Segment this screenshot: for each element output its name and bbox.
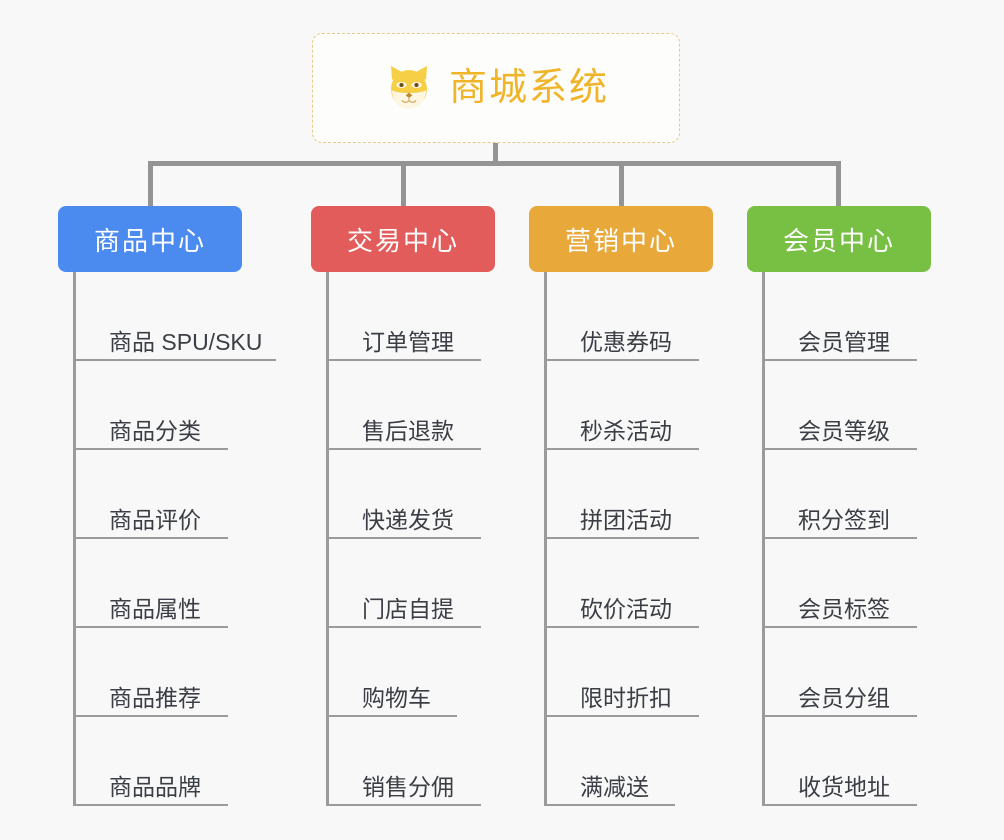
leaf-label: 会员管理 xyxy=(798,328,890,355)
leaf-label: 会员分组 xyxy=(798,684,890,711)
leaf-item[interactable]: 会员标签 xyxy=(765,539,931,628)
leaf-list-1: 订单管理 售后退款 快递发货 门店自提 购物车 销售分佣 xyxy=(326,272,495,806)
leaf-item[interactable]: 门店自提 xyxy=(329,539,495,628)
leaf-label: 门店自提 xyxy=(362,595,454,622)
root-node[interactable]: 商城系统 xyxy=(312,33,680,143)
leaf-underline xyxy=(76,626,228,628)
leaf-label: 商品 SPU/SKU xyxy=(109,328,263,355)
leaf-underline xyxy=(547,715,699,717)
leaf-item[interactable]: 商品评价 xyxy=(76,450,242,539)
leaf-underline xyxy=(329,537,481,539)
connector-trunk xyxy=(493,143,498,165)
leaf-item[interactable]: 快递发货 xyxy=(329,450,495,539)
leaf-label: 商品属性 xyxy=(109,595,201,622)
leaf-item[interactable]: 收货地址 xyxy=(765,717,931,806)
leaf-underline xyxy=(765,626,917,628)
leaf-item[interactable]: 限时折扣 xyxy=(547,628,713,717)
leaf-label: 拼团活动 xyxy=(580,506,672,533)
leaf-list-0: 商品 SPU/SKU 商品分类 商品评价 商品属性 商品推荐 商品品牌 xyxy=(73,272,276,806)
category-box-1[interactable]: 交易中心 xyxy=(311,206,495,272)
category-column-0: 商品中心 商品 SPU/SKU 商品分类 商品评价 商品属性 商品推荐 xyxy=(58,206,276,806)
leaf-underline xyxy=(547,804,675,806)
category-label-0: 商品中心 xyxy=(93,225,206,256)
leaf-underline xyxy=(765,715,917,717)
leaf-underline xyxy=(547,359,699,361)
leaf-item[interactable]: 销售分佣 xyxy=(329,717,495,806)
leaf-label: 秒杀活动 xyxy=(580,417,672,444)
leaf-item[interactable]: 积分签到 xyxy=(765,450,931,539)
leaf-item[interactable]: 订单管理 xyxy=(329,272,495,361)
leaf-underline xyxy=(329,448,481,450)
leaf-label: 会员等级 xyxy=(798,417,890,444)
leaf-underline xyxy=(76,537,228,539)
leaf-label: 砍价活动 xyxy=(580,595,672,622)
leaf-item[interactable]: 满减送 xyxy=(547,717,713,806)
leaf-item[interactable]: 砍价活动 xyxy=(547,539,713,628)
leaf-underline xyxy=(76,359,276,361)
leaf-label: 限时折扣 xyxy=(580,684,672,711)
leaf-item[interactable]: 拼团活动 xyxy=(547,450,713,539)
leaf-label: 收货地址 xyxy=(798,773,890,800)
leaf-label: 满减送 xyxy=(580,773,649,800)
leaf-item[interactable]: 商品推荐 xyxy=(76,628,242,717)
category-box-3[interactable]: 会员中心 xyxy=(747,206,931,272)
leaf-underline xyxy=(765,448,917,450)
leaf-label: 优惠券码 xyxy=(580,328,672,355)
leaf-item[interactable]: 秒杀活动 xyxy=(547,361,713,450)
leaf-label: 销售分佣 xyxy=(362,773,454,800)
leaf-item[interactable]: 商品属性 xyxy=(76,539,242,628)
leaf-label: 商品品牌 xyxy=(109,773,201,800)
leaf-label: 商品评价 xyxy=(109,506,201,533)
connector-drop-2 xyxy=(619,161,624,206)
connector-crossbar xyxy=(149,161,839,166)
leaf-underline xyxy=(329,715,457,717)
leaf-label: 会员标签 xyxy=(798,595,890,622)
leaf-underline xyxy=(547,626,699,628)
category-box-2[interactable]: 营销中心 xyxy=(529,206,713,272)
leaf-list-2: 优惠券码 秒杀活动 拼团活动 砍价活动 限时折扣 满减送 xyxy=(544,272,713,806)
leaf-list-3: 会员管理 会员等级 积分签到 会员标签 会员分组 收货地址 xyxy=(762,272,931,806)
leaf-label: 商品推荐 xyxy=(109,684,201,711)
shiba-inu-icon xyxy=(383,62,435,114)
leaf-item[interactable]: 会员分组 xyxy=(765,628,931,717)
leaf-underline xyxy=(76,448,228,450)
category-label-1: 交易中心 xyxy=(346,225,459,256)
root-title: 商城系统 xyxy=(448,67,609,109)
leaf-label: 购物车 xyxy=(362,684,431,711)
category-label-2: 营销中心 xyxy=(564,225,677,256)
leaf-item[interactable]: 会员等级 xyxy=(765,361,931,450)
connector-drop-3 xyxy=(836,161,841,206)
leaf-label: 积分签到 xyxy=(798,506,890,533)
leaf-item[interactable]: 商品品牌 xyxy=(76,717,242,806)
leaf-item[interactable]: 商品 SPU/SKU xyxy=(76,272,276,361)
category-column-1: 交易中心 订单管理 售后退款 快递发货 门店自提 购物车 xyxy=(311,206,495,806)
category-column-2: 营销中心 优惠券码 秒杀活动 拼团活动 砍价活动 限时折扣 xyxy=(529,206,713,806)
leaf-underline xyxy=(765,537,917,539)
leaf-item[interactable]: 售后退款 xyxy=(329,361,495,450)
connector-drop-1 xyxy=(401,161,406,206)
leaf-underline xyxy=(765,804,917,806)
category-label-3: 会员中心 xyxy=(782,225,895,256)
leaf-underline xyxy=(329,804,481,806)
leaf-underline xyxy=(76,715,228,717)
leaf-underline xyxy=(76,804,228,806)
connector-drop-0 xyxy=(148,161,153,206)
leaf-item[interactable]: 优惠券码 xyxy=(547,272,713,361)
leaf-item[interactable]: 商品分类 xyxy=(76,361,242,450)
leaf-label: 售后退款 xyxy=(362,417,454,444)
leaf-underline xyxy=(329,626,481,628)
category-box-0[interactable]: 商品中心 xyxy=(58,206,242,272)
leaf-underline xyxy=(765,359,917,361)
leaf-label: 商品分类 xyxy=(109,417,201,444)
leaf-underline xyxy=(547,448,699,450)
leaf-item[interactable]: 会员管理 xyxy=(765,272,931,361)
leaf-underline xyxy=(547,537,699,539)
leaf-underline xyxy=(329,359,481,361)
leaf-item[interactable]: 购物车 xyxy=(329,628,495,717)
leaf-label: 快递发货 xyxy=(362,506,454,533)
category-column-3: 会员中心 会员管理 会员等级 积分签到 会员标签 会员分组 xyxy=(747,206,931,806)
leaf-label: 订单管理 xyxy=(362,328,454,355)
